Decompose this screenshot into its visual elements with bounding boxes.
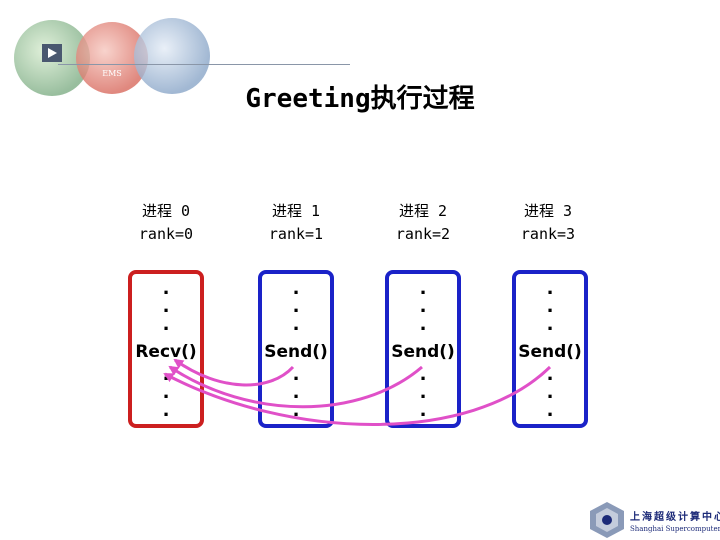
ellipsis-dot: . bbox=[419, 278, 427, 299]
ellipsis-dot: . bbox=[546, 278, 554, 299]
ellipsis-dot: . bbox=[546, 314, 554, 335]
org-name-english: Shanghai Supercomputer Center bbox=[630, 525, 720, 533]
process-1-header: 进程 1 rank=1 bbox=[241, 200, 351, 246]
process-3-box: . . . Send() . . . bbox=[512, 270, 588, 428]
process-3-rank: rank=3 bbox=[520, 225, 576, 243]
org-name-chinese: 上海超级计算中心 bbox=[630, 512, 720, 523]
ellipsis-dot: . bbox=[546, 400, 554, 421]
logo-text: EMS bbox=[102, 69, 122, 78]
process-0-box: . . . Recv() . . . bbox=[128, 270, 204, 428]
red-globe-icon bbox=[76, 22, 148, 94]
process-1-rank: rank=1 bbox=[268, 225, 324, 243]
ellipsis-dot: . bbox=[546, 296, 554, 317]
process-0-rank: rank=0 bbox=[138, 225, 194, 243]
process-3-header: 进程 3 rank=3 bbox=[493, 200, 603, 246]
ssc-logo-icon bbox=[590, 502, 624, 538]
process-0-header: 进程 0 rank=0 bbox=[111, 200, 221, 246]
message-arrow-3-to-0 bbox=[163, 365, 552, 426]
process-3-call: Send() bbox=[518, 342, 582, 362]
header-globes-logo: EMS bbox=[14, 18, 210, 96]
ellipsis-dot: . bbox=[419, 296, 427, 317]
process-2-rank: rank=2 bbox=[395, 225, 451, 243]
process-2-header: 进程 2 rank=2 bbox=[368, 200, 478, 246]
ellipsis-dot: . bbox=[292, 296, 300, 317]
blue-globe-icon bbox=[134, 18, 210, 94]
org-name: 上海超级计算中心 Shanghai Supercomputer Center bbox=[630, 508, 720, 533]
ellipsis-dot: . bbox=[162, 296, 170, 317]
ellipsis-dot: . bbox=[292, 400, 300, 421]
process-1-call: Send() bbox=[264, 342, 328, 362]
process-0-call: Recv() bbox=[135, 342, 197, 362]
ellipsis-dot: . bbox=[419, 400, 427, 421]
process-2-call: Send() bbox=[391, 342, 455, 362]
process-1-box: . . . Send() . . . bbox=[258, 270, 334, 428]
ellipsis-dot: . bbox=[292, 278, 300, 299]
process-2-name: 进程 2 bbox=[398, 202, 448, 220]
process-2-box: . . . Send() . . . bbox=[385, 270, 461, 428]
process-3-name: 进程 3 bbox=[523, 202, 573, 220]
ellipsis-dot: . bbox=[292, 314, 300, 335]
header-rule bbox=[58, 64, 350, 65]
process-0-name: 进程 0 bbox=[141, 202, 191, 220]
ellipsis-dot: . bbox=[419, 314, 427, 335]
ellipsis-dot: . bbox=[162, 278, 170, 299]
ellipsis-dot: . bbox=[162, 314, 170, 335]
process-1-name: 进程 1 bbox=[271, 202, 321, 220]
slide-title: Greeting执行过程 bbox=[245, 84, 475, 114]
ellipsis-dot: . bbox=[162, 400, 170, 421]
